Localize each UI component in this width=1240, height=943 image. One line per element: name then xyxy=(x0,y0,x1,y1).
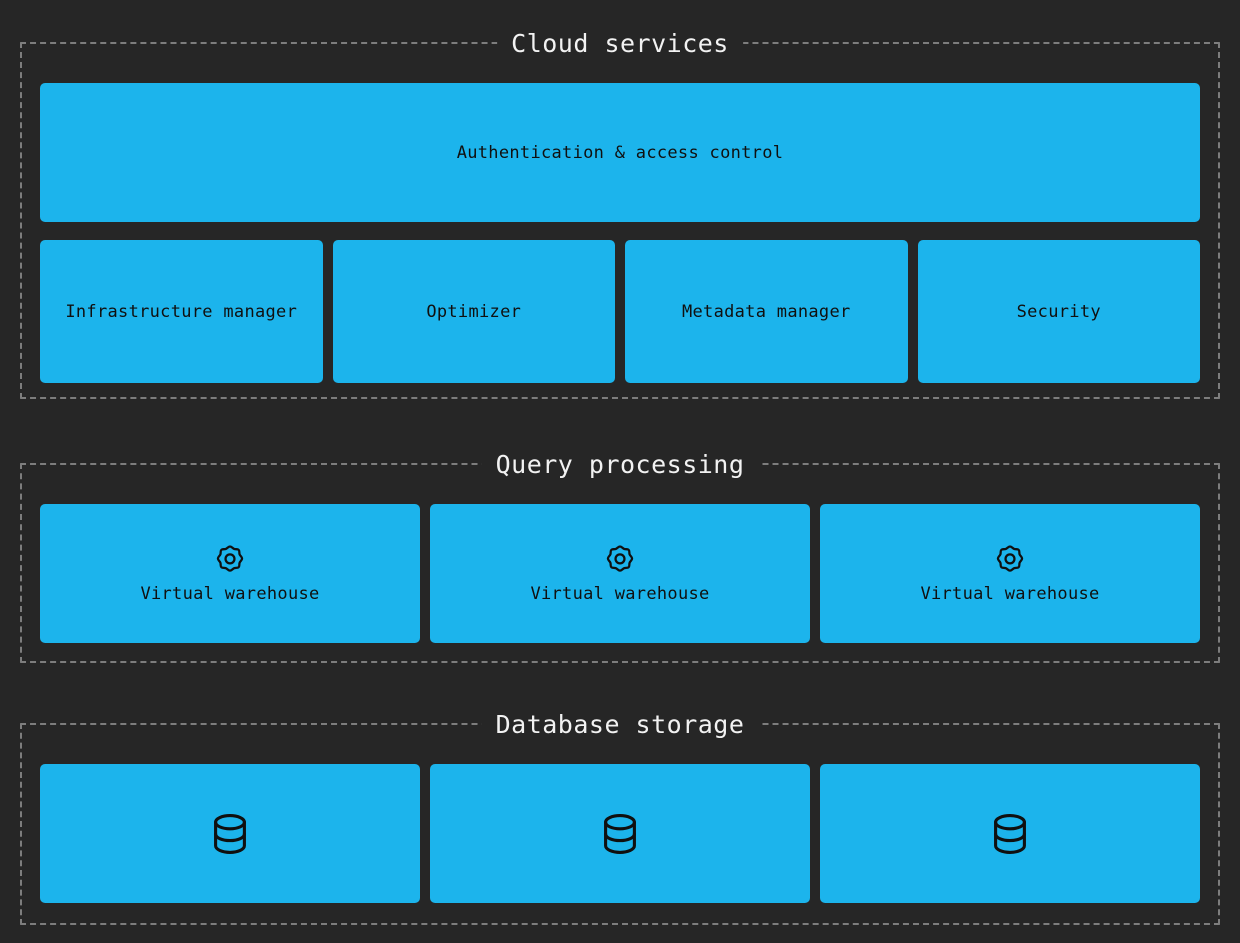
section-title-query-processing: Query processing xyxy=(481,452,759,478)
box-label: Optimizer xyxy=(426,301,522,322)
database-icon xyxy=(986,810,1034,858)
row-virtual-warehouses: Virtual warehouse Virtual warehouse xyxy=(40,504,1200,643)
box-virtual-warehouse-2[interactable]: Virtual warehouse xyxy=(430,504,810,643)
gear-icon xyxy=(994,543,1026,575)
box-label: Virtual warehouse xyxy=(920,583,1100,604)
gear-icon xyxy=(604,543,636,575)
box-virtual-warehouse-3[interactable]: Virtual warehouse xyxy=(820,504,1200,643)
box-authentication-access-control[interactable]: Authentication & access control xyxy=(40,83,1200,222)
box-infrastructure-manager[interactable]: Infrastructure manager xyxy=(40,240,323,383)
box-virtual-warehouse-1[interactable]: Virtual warehouse xyxy=(40,504,420,643)
section-query-processing: Query processing Virtual warehouse xyxy=(20,452,1220,663)
box-database-2[interactable] xyxy=(430,764,810,903)
box-database-3[interactable] xyxy=(820,764,1200,903)
box-label: Virtual warehouse xyxy=(140,583,320,604)
section-cloud-services: Cloud services Authentication & access c… xyxy=(20,31,1220,399)
database-icon xyxy=(596,810,644,858)
row-database-nodes xyxy=(40,764,1200,903)
row-cloud-service-components: Infrastructure manager Optimizer Metadat… xyxy=(40,240,1200,383)
box-label: Virtual warehouse xyxy=(530,583,710,604)
gear-icon xyxy=(214,543,246,575)
database-icon xyxy=(206,810,254,858)
section-title-cloud-services: Cloud services xyxy=(497,31,743,57)
box-metadata-manager[interactable]: Metadata manager xyxy=(625,240,908,383)
box-database-1[interactable] xyxy=(40,764,420,903)
box-optimizer[interactable]: Optimizer xyxy=(332,240,615,383)
box-label: Metadata manager xyxy=(681,301,851,322)
box-label: Security xyxy=(1016,301,1101,322)
box-label: Infrastructure manager xyxy=(65,301,298,322)
section-title-database-storage: Database storage xyxy=(481,712,759,738)
row-authentication: Authentication & access control xyxy=(40,83,1200,222)
section-database-storage: Database storage xyxy=(20,712,1220,925)
box-label: Authentication & access control xyxy=(456,142,784,163)
box-security[interactable]: Security xyxy=(917,240,1200,383)
